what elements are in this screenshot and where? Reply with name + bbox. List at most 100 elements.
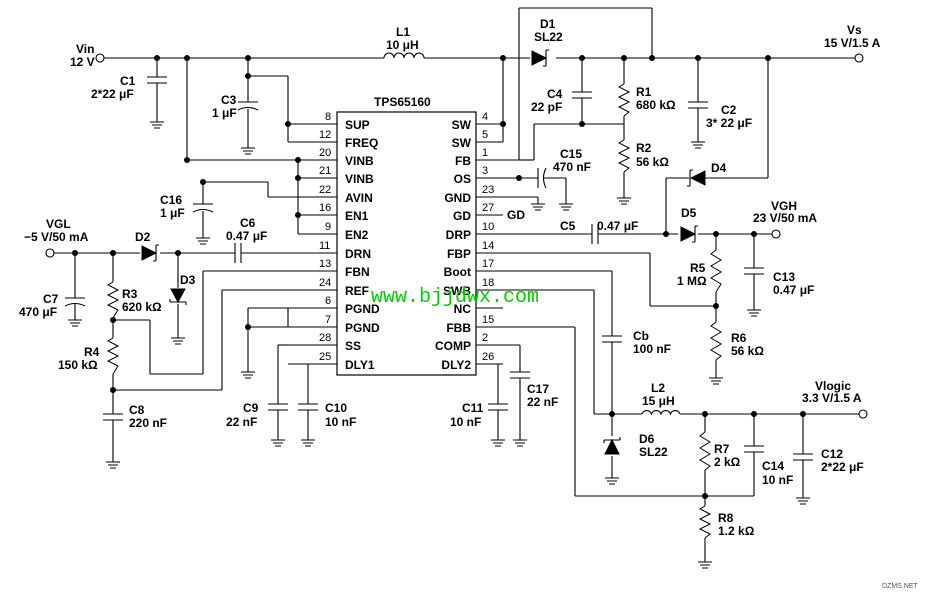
r5-value: 1 MΩ: [677, 274, 707, 288]
resistor-r6: [710, 321, 722, 361]
pin-boot-name: Boot: [444, 265, 471, 279]
resistor-r7: [699, 431, 711, 471]
ic-left-pin-labels: SUP FREQ VINB VINB AVIN EN1 EN2 DRN FBN …: [319, 111, 380, 372]
pin-5-num: 5: [482, 129, 488, 141]
c5-name: C5: [560, 219, 576, 233]
vgh-value: 23 V/50 mA: [753, 211, 817, 225]
diode-d2: [141, 245, 158, 261]
diode-d6: [604, 438, 620, 455]
resistor-r5: [710, 249, 722, 293]
junction-dots: [72, 55, 806, 499]
c10-name: C10: [325, 401, 347, 415]
c17-name: C17: [527, 382, 549, 396]
pin-vinb2-name: VINB: [345, 172, 374, 186]
d5-name: D5: [681, 206, 697, 220]
pin-gd-name: GD: [453, 209, 471, 223]
pin-8-num: 8: [325, 111, 331, 123]
c1-name: C1: [120, 74, 136, 88]
r8-name: R8: [718, 511, 734, 525]
c16-name: C16: [160, 193, 182, 207]
pin-25-num: 25: [319, 351, 331, 363]
r7-name: R7: [714, 442, 730, 456]
l2-name: L2: [651, 381, 665, 395]
vin-label: Vin: [76, 42, 94, 56]
c2-name: C2: [721, 103, 737, 117]
vin-terminal: [95, 53, 105, 63]
pin-sw-name: SW: [452, 118, 472, 132]
net-labels: Vin 12 V Vs 15 V/1.5 A VGL −5 V/50 mA VG…: [24, 23, 881, 405]
d6-name: D6: [639, 432, 655, 446]
c12-name: C12: [821, 447, 843, 461]
resistor-r8: [698, 505, 712, 539]
ic-right-pin-labels: SW SW FB OS GND GD DRP FBP Boot SWB NC F…: [435, 111, 494, 372]
c1-value: 2*22 μF: [91, 87, 134, 101]
resistor-r2: [617, 139, 631, 173]
corner-mark: DZMS.NET: [882, 583, 919, 590]
pin-26-num: 26: [482, 351, 494, 363]
c6-value: 0.47 μF: [226, 229, 267, 243]
pin-sw2-name: SW: [452, 136, 472, 150]
resistor-r1: [617, 83, 631, 117]
c15-name: C15: [560, 147, 582, 161]
pin-fb-name: FB: [455, 154, 471, 168]
r4-name: R4: [84, 345, 100, 359]
r5-name: R5: [690, 261, 706, 275]
d1-value: SL22: [534, 30, 563, 44]
pin-pgnd2-name: PGND: [345, 321, 380, 335]
pin-freq-name: FREQ: [345, 136, 378, 150]
pin-comp-name: COMP: [435, 339, 471, 353]
pin-15-num: 15: [482, 314, 494, 326]
pin-16-num: 16: [319, 202, 331, 214]
c17-value: 22 nF: [527, 395, 558, 409]
ic-left-pin-stubs: [288, 123, 337, 365]
c11-value: 10 nF: [450, 415, 481, 429]
pin-dly1-name: DLY1: [345, 358, 375, 372]
ground-symbols: [68, 121, 810, 569]
pin-20-num: 20: [319, 147, 331, 159]
vlogic-label: Vlogic: [815, 379, 851, 393]
diode-d5: [680, 226, 697, 242]
d6-value: SL22: [639, 445, 668, 459]
watermark: www.bjjdwx.com: [371, 286, 539, 309]
c10-value: 10 nF: [325, 415, 356, 429]
resistors: [106, 83, 722, 539]
r8-value: 1.2 kΩ: [718, 524, 755, 538]
c8-value: 220 nF: [129, 416, 167, 430]
pin-dly2-name: DLY2: [441, 358, 471, 372]
r4-value: 150 kΩ: [58, 358, 98, 372]
cb-value: 100 nF: [633, 342, 671, 356]
r6-name: R6: [731, 331, 747, 345]
pin-1-num: 1: [482, 147, 488, 159]
vs-label: Vs: [847, 23, 862, 37]
pin-vinb-name: VINB: [345, 154, 374, 168]
r3-value: 620 kΩ: [122, 300, 162, 314]
pin-pgnd-name: PGND: [345, 302, 380, 316]
vlogic-terminal: [858, 409, 868, 419]
ic-body: [336, 111, 477, 376]
pin-22-num: 22: [319, 184, 331, 196]
c12-value: 2*22 μF: [821, 460, 864, 474]
vgl-terminal: [45, 248, 55, 258]
inductor-l2: [641, 410, 681, 416]
pin-avin-name: AVIN: [345, 191, 373, 205]
pin-fbn-name: FBN: [345, 265, 370, 279]
diode-d3: [170, 288, 186, 304]
r2-value: 56 kΩ: [636, 155, 669, 169]
pin-27-num: 27: [482, 202, 494, 214]
wires: [54, 7, 859, 562]
c15-value: 470 nF: [553, 160, 591, 174]
r7-value: 2 kΩ: [714, 455, 741, 469]
l1-value: 10 μH: [386, 38, 419, 52]
pin-21-num: 21: [319, 165, 331, 177]
pin-9-num: 9: [325, 221, 331, 233]
pin-12-num: 12: [319, 129, 331, 141]
pin-ref-name: REF: [345, 284, 369, 298]
c11-name: C11: [462, 401, 484, 415]
vgl-value: −5 V/50 mA: [24, 230, 89, 244]
diode-d4: [689, 170, 706, 186]
c6-name: C6: [240, 216, 256, 230]
r3-name: R3: [122, 287, 138, 301]
c16-value: 1 μF: [160, 206, 185, 220]
r2-name: R2: [636, 141, 652, 155]
